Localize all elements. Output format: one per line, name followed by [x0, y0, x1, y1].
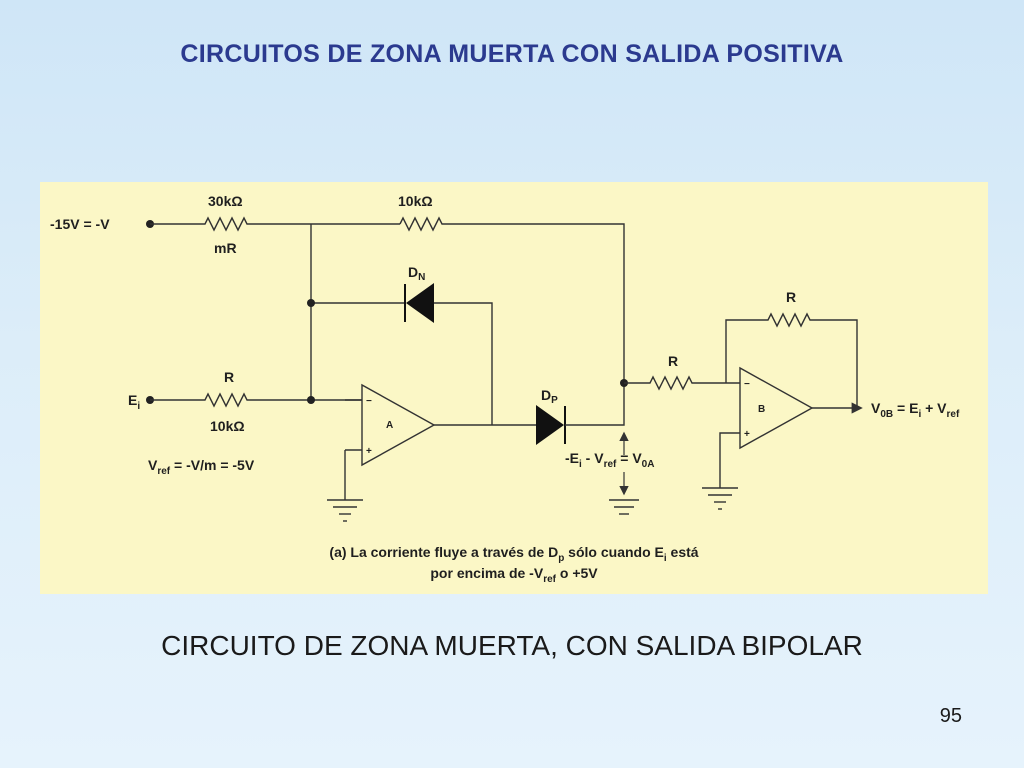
resistor-r-input: [150, 392, 362, 408]
r4-label: R: [668, 353, 678, 369]
resistor-r-b-input: [624, 375, 740, 391]
opamp-a: [361, 383, 436, 467]
r3-label: R: [224, 369, 234, 385]
ground-icon: [609, 499, 639, 515]
diode-dn: [406, 283, 434, 323]
slide-subtitle: CIRCUITO DE ZONA MUERTA, CON SALIDA BIPO…: [161, 630, 863, 661]
svg-text:−: −: [744, 379, 750, 390]
resistor-feedback: [725, 312, 858, 408]
ground-icon: [327, 499, 363, 522]
opamp-b-label: B: [758, 404, 765, 415]
diode-dp-label: DP: [541, 387, 558, 406]
resistor-30k: [150, 216, 400, 232]
ei-label: Ei: [128, 392, 140, 412]
r3-value: 10kΩ: [210, 418, 245, 434]
neg-supply-label: -15V = -V: [50, 216, 110, 232]
caption-line-1: (a) La corriente fluye a través de Dp só…: [329, 544, 698, 564]
r2-value: 10kΩ: [398, 193, 433, 209]
resistor-10k-top: [399, 216, 625, 383]
diode-dn-label: DN: [408, 264, 425, 283]
caption-line-2: por encima de -Vref o +5V: [430, 565, 598, 585]
opamp-b: [739, 366, 814, 450]
svg-text:+: +: [744, 429, 750, 440]
output-label: V0B = Ei + Vref: [871, 400, 960, 420]
r1-label: mR: [214, 240, 237, 256]
page-number: 95: [939, 705, 962, 727]
r1-value: 30kΩ: [208, 193, 243, 209]
diode-dp: [536, 405, 564, 445]
slide-title: CIRCUITOS DE ZONA MUERTA CON SALIDA POSI…: [180, 40, 844, 68]
node-voltage-label: -Ei - Vref = V0A: [565, 450, 654, 470]
opamp-a-label: A: [386, 420, 393, 431]
svg-text:+: +: [366, 446, 372, 457]
svg-text:−: −: [366, 396, 372, 407]
circuit-diagram-panel: -15V = -V 30kΩ mR 10kΩ DN Ei R 10kΩ Vref…: [40, 182, 988, 594]
ground-icon: [702, 487, 738, 510]
circuit-diagram: -15V = -V 30kΩ mR 10kΩ DN Ei R 10kΩ Vref…: [50, 193, 960, 585]
vref-label: Vref = -V/m = -5V: [148, 457, 255, 477]
r5-label: R: [786, 289, 796, 305]
